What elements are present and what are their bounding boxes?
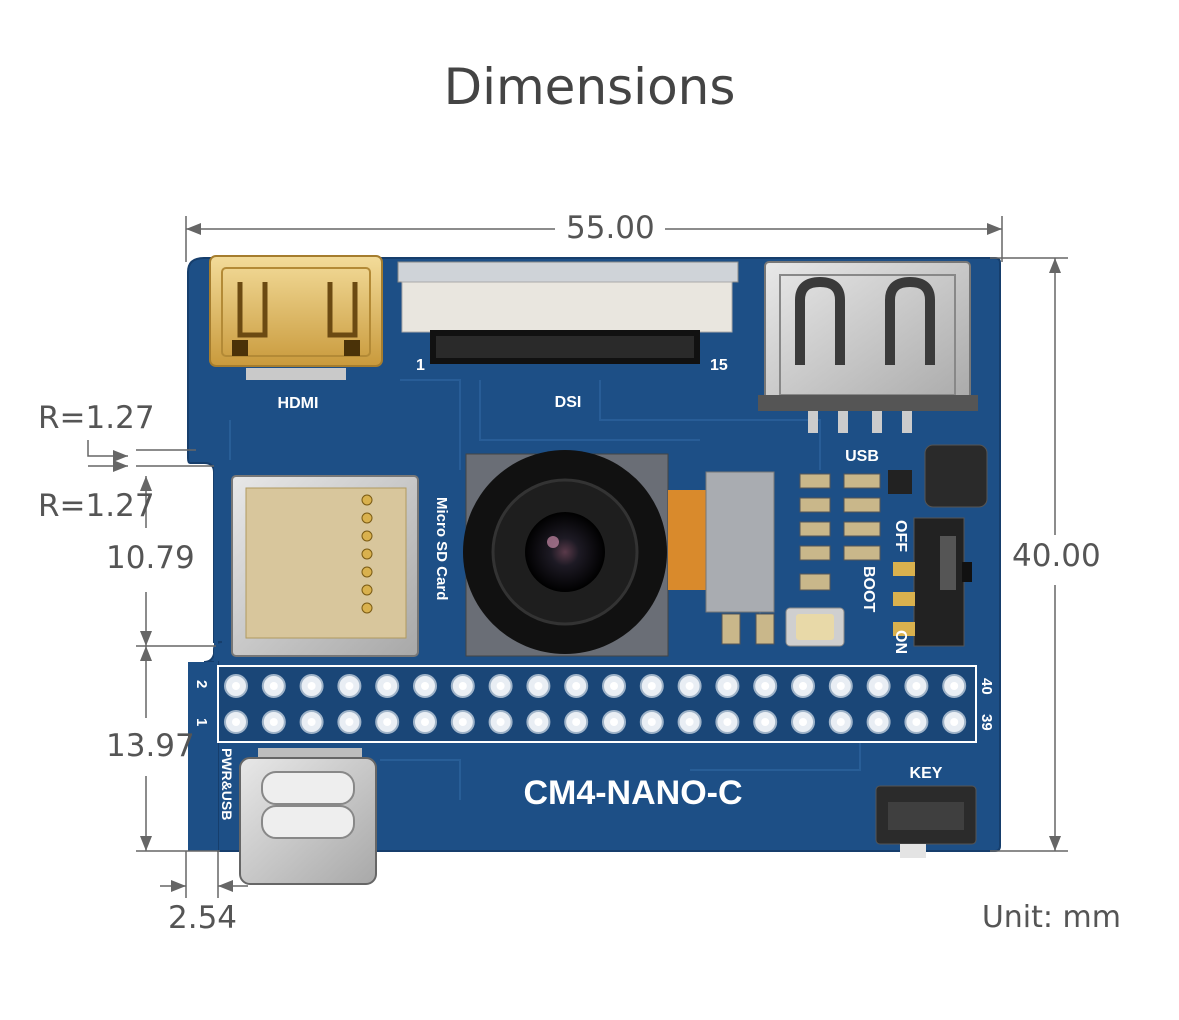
gpio-pin-hole [647,718,656,726]
gpio-pin-hole [836,682,845,690]
usb-label: USB [845,448,879,465]
gpio-pin-hole [761,718,770,726]
dsi-pin-15: 15 [710,357,728,374]
gpio-pin-hole [685,682,694,690]
gpio-pin-39: 39 [978,714,995,731]
dim-radius-bottom: R=1.27 [38,488,155,524]
gpio-pin-hole [421,682,429,690]
gpio-frame [217,665,977,743]
gpio-pin-hole [912,682,921,690]
unit-label: Unit: mm [981,900,1121,935]
gpio-pin-hole [458,718,467,726]
gpio-pin-40: 40 [978,678,995,695]
gpio-pin-hole [723,718,732,726]
off-label: OFF [892,520,909,552]
pwr-usb-label: PWR&USB [219,748,235,820]
gpio-header [217,665,977,743]
gpio-pin-hole [496,718,505,726]
hdmi-connector [209,255,383,380]
gpio-pin-hole [912,718,921,726]
gpio-pin-2: 2 [193,680,210,688]
boot-switch [893,517,972,647]
gpio-pin-1: 1 [193,718,210,726]
dim-usb-offset: 2.54 [168,900,238,936]
dim-sd-height: 10.79 [106,540,195,576]
gpio-pin-hole [685,718,694,726]
gpio-pin-hole [950,682,959,690]
gpio-pin-hole [383,718,392,726]
camera-module [463,450,775,657]
gpio-pin-hole [572,718,581,726]
board-name: CM4-NANO-C [523,774,742,812]
gpio-pin-hole [610,682,618,690]
usb-c-connector [239,748,377,885]
gpio-pin-hole [345,682,354,690]
gpio-pin-hole [307,682,316,690]
key-button [875,785,977,858]
usb-connector [758,261,978,433]
gpio-pin-hole [761,682,770,690]
gpio-pin-hole [874,718,883,726]
gpio-pin-hole [269,718,278,726]
gpio-pin-hole [874,682,883,690]
gpio-pin-hole [534,718,543,726]
dsi-label: DSI [555,394,582,411]
gpio-pin-hole [458,682,467,690]
dim-radius-top: R=1.27 [38,400,155,436]
page-title: Dimensions [443,58,736,116]
inductor [924,444,988,508]
gpio-pin-hole [723,682,732,690]
gpio-pin-hole [836,718,845,726]
micro-sd-slot [231,475,419,657]
boot-label: BOOT [860,566,877,612]
on-label: ON [892,630,909,654]
dsi-pin-1: 1 [416,357,425,374]
gpio-pin-hole [950,718,959,726]
gpio-pin-hole [534,682,543,690]
dsi-connector [397,261,739,364]
dim-header-height: 13.97 [106,728,195,764]
gpio-pin-hole [345,718,354,726]
key-label: KEY [910,765,943,782]
gpio-pin-hole [496,682,505,690]
dim-width: 55.00 [566,210,655,246]
gpio-pin-hole [232,718,240,726]
gpio-pin-hole [572,682,581,690]
micro-sd-label: Micro SD Card [433,497,450,600]
hdmi-label: HDMI [278,395,319,412]
gpio-pin-hole [799,718,807,726]
gpio-pin-hole [232,682,240,690]
gpio-pin-hole [610,718,618,726]
gpio-pin-hole [799,682,807,690]
gpio-pin-hole [383,682,392,690]
gpio-pin-hole [307,718,316,726]
gpio-pin-hole [269,682,278,690]
gpio-pin-hole [421,718,429,726]
gpio-pin-hole [647,682,656,690]
dim-height: 40.00 [1012,538,1101,574]
